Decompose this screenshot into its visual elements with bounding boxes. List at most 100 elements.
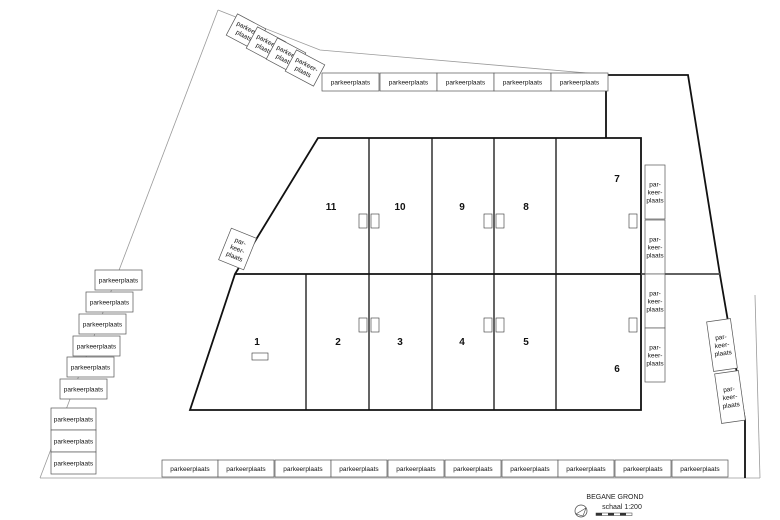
parking-label: parkeerplaats xyxy=(77,343,117,350)
parking-label: par- xyxy=(649,181,661,188)
parking-space: par-keer-plaats xyxy=(644,219,666,275)
parking-space: par-keer-plaats xyxy=(706,318,738,372)
parking-space: par-keer-plaats xyxy=(218,227,257,271)
parking-space: par-keer-plaats xyxy=(644,327,666,383)
drawing-title: BEGANE GROND xyxy=(586,494,643,501)
parking-label: parkeerplaats xyxy=(54,438,94,445)
unit-number: 4 xyxy=(459,337,465,348)
parking-label: keer- xyxy=(648,352,663,359)
parking-label: parkeerplaats xyxy=(510,466,550,473)
parking-space: parkeerplaats xyxy=(66,356,115,378)
parking-label: par- xyxy=(723,386,735,395)
parking-label: plaats xyxy=(714,349,733,358)
parking-label: par- xyxy=(649,236,661,243)
door-icon xyxy=(370,213,380,229)
parking-space: parkeerplaats xyxy=(444,459,502,478)
parking-label: par- xyxy=(715,334,727,343)
parking-space: parkeerplaats xyxy=(161,459,219,478)
parking-label: keer- xyxy=(714,341,730,350)
parking-label: parkeerplaats xyxy=(170,466,210,473)
parking-label: parkeerplaats xyxy=(64,386,104,393)
parking-label: parkeerplaats xyxy=(54,416,94,423)
door-icon xyxy=(483,213,493,229)
door-icon xyxy=(483,317,493,333)
parking-label: parkeerplaats xyxy=(83,321,123,328)
parking-space: par-keer-plaats xyxy=(644,164,666,220)
parking-label: keer- xyxy=(648,244,663,251)
parking-space: parkeerplaats xyxy=(321,72,380,92)
parking-label: parkeerplaats xyxy=(283,466,323,473)
parking-label: parkeerplaats xyxy=(566,466,606,473)
door-icon xyxy=(628,213,638,229)
parking-label: keer- xyxy=(648,298,663,305)
parking-label: parkeerplaats xyxy=(560,79,600,86)
unit-number: 11 xyxy=(326,202,337,213)
door-icon xyxy=(370,317,380,333)
unit-number: 5 xyxy=(523,337,529,348)
parking-label: parkeerplaats xyxy=(623,466,663,473)
parking-space: parkeerplaats xyxy=(274,459,332,478)
parking-space: parkeerplaats xyxy=(493,72,552,92)
parking-space: parkeerplaats xyxy=(550,72,609,92)
scale-bar-icon xyxy=(595,512,633,516)
parking-label: parkeerplaats xyxy=(680,466,720,473)
title-block: BEGANE GROND schaal 1:200 xyxy=(574,494,644,518)
parking-spaces: parkeerplaats parkeerplaats parkeerplaats p… xyxy=(50,13,746,478)
parking-label: plaats xyxy=(722,401,741,410)
parking-label: par- xyxy=(649,290,661,297)
parking-space: parkeerplaats xyxy=(379,72,438,92)
unit-number: 7 xyxy=(614,174,620,185)
unit-number: 2 xyxy=(335,337,341,348)
parking-space: parkeerplaats xyxy=(436,72,495,92)
parking-label: parkeerplaats xyxy=(54,460,94,467)
unit-dividers xyxy=(305,138,720,410)
unit-number: 8 xyxy=(523,202,529,213)
parking-label: par- xyxy=(649,344,661,351)
parking-label: parkeerplaats xyxy=(99,277,139,284)
parking-space: parkeerplaats xyxy=(50,429,97,453)
parking-space: parkeerplaats xyxy=(59,378,108,400)
parking-space: parkeerplaats xyxy=(387,459,445,478)
parking-space: parkeerplaats xyxy=(671,459,729,478)
parking-space: parkeerplaats xyxy=(557,459,615,478)
parking-label: parkeerplaats xyxy=(90,299,130,306)
parking-space: parkeerplaats xyxy=(50,451,97,475)
unit-number: 1 xyxy=(254,337,260,348)
parking-label: keer- xyxy=(648,189,663,196)
parking-space: parkeerplaats xyxy=(614,459,672,478)
door-icon xyxy=(358,317,368,333)
parking-space: parkeer-plaats xyxy=(284,49,326,87)
unit-number: 10 xyxy=(394,202,406,213)
parking-label: parkeerplaats xyxy=(503,79,543,86)
parking-label: parkeerplaats xyxy=(396,466,436,473)
parking-space: parkeerplaats xyxy=(94,269,143,291)
door-icon xyxy=(628,317,638,333)
parking-label: parkeerplaats xyxy=(331,79,371,86)
parking-space: par-keer-plaats xyxy=(714,370,746,424)
parking-label: plaats xyxy=(646,252,664,259)
door-icon xyxy=(495,213,505,229)
parking-space: parkeerplaats xyxy=(85,291,134,313)
parking-space: parkeerplaats xyxy=(217,459,275,478)
parking-label: parkeerplaats xyxy=(446,79,486,86)
door-icon xyxy=(358,213,368,229)
parking-space: parkeerplaats xyxy=(78,313,127,335)
parking-label: plaats xyxy=(646,306,664,313)
door-icon xyxy=(251,352,269,361)
drawing-scale: schaal 1:200 xyxy=(602,504,642,511)
parking-label: parkeerplaats xyxy=(453,466,493,473)
parking-label: parkeerplaats xyxy=(389,79,429,86)
parking-label: plaats xyxy=(646,360,664,367)
parking-label: parkeerplaats xyxy=(226,466,266,473)
parking-label: parkeerplaats xyxy=(339,466,379,473)
parking-space: parkeerplaats xyxy=(330,459,388,478)
door-icon xyxy=(495,317,505,333)
parking-label: plaats xyxy=(646,197,664,204)
parking-space: parkeerplaats xyxy=(72,335,121,357)
north-arrow-icon xyxy=(574,504,588,518)
unit-number: 9 xyxy=(459,202,465,213)
unit-number: 6 xyxy=(614,364,620,375)
parking-space: par-keer-plaats xyxy=(644,273,666,329)
parking-space: parkeerplaats xyxy=(501,459,559,478)
